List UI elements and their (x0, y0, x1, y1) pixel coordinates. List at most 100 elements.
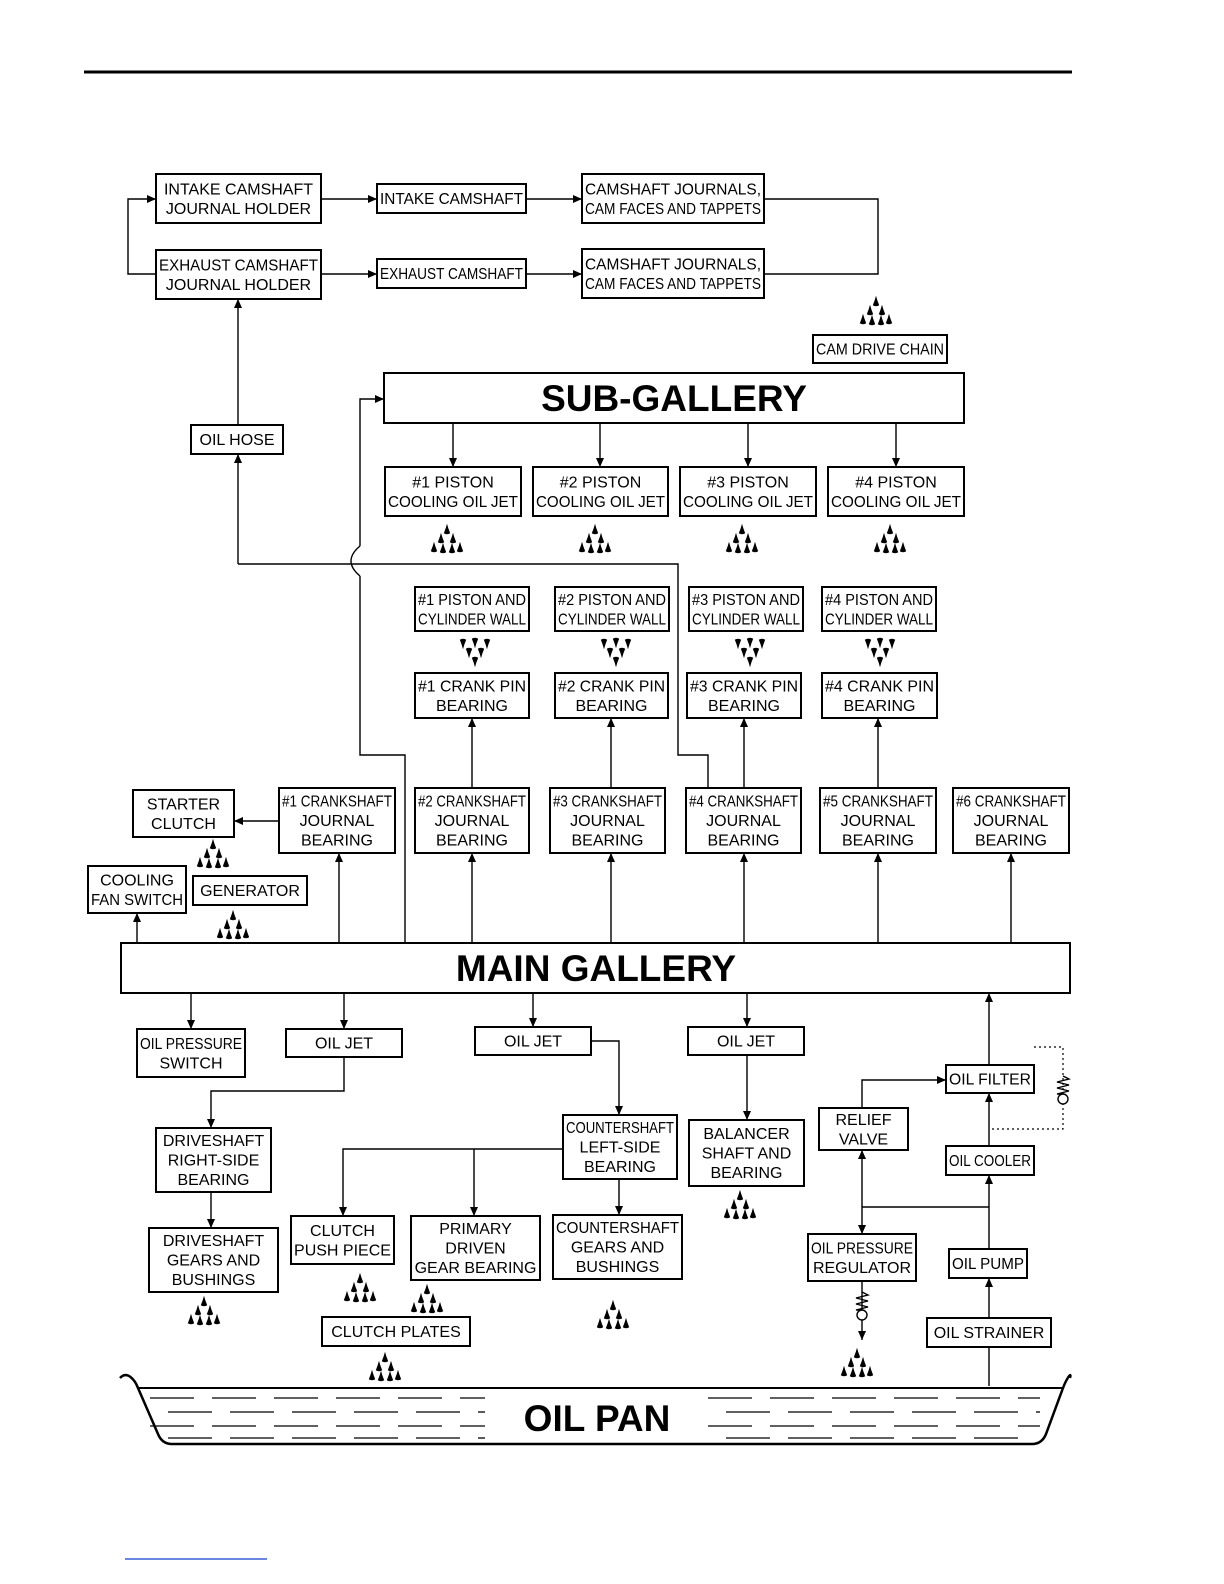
box-label-line: #5 CRANKSHAFT (823, 794, 933, 811)
box-label-line: BUSHINGS (576, 1259, 660, 1276)
oil-drip-icon (216, 909, 250, 940)
flow-line (339, 1148, 563, 1216)
oil-drip-icon (430, 523, 464, 554)
box-exhaust-camshaft: EXHAUST CAMSHAFT (376, 258, 527, 289)
box-label-line: INTAKE CAMSHAFT (380, 191, 523, 208)
box-label-line: BEARING (575, 698, 647, 715)
box-label-line: COUNTERSHAFT (556, 1220, 679, 1237)
box-label-line: #4 CRANK PIN (825, 678, 934, 695)
box-label-line: DRIVESHAFT (163, 1233, 265, 1250)
oil-drip-icon (864, 637, 896, 668)
oil-drip-icon (734, 637, 766, 668)
box-label-line: COUNTERSHAFT (566, 1120, 674, 1137)
box-label-line: CYLINDER WALL (825, 611, 933, 628)
oil-drip-icon (725, 523, 759, 554)
box-oil-cooler: OIL COOLER (945, 1145, 1035, 1176)
box-label-line: OIL FILTER (949, 1072, 1031, 1089)
box-label-line: JOURNAL HOLDER (166, 201, 311, 218)
box-label-line: BEARING (436, 698, 508, 715)
box-label-line: BEARING (842, 833, 914, 850)
oil-drip-icon (368, 1351, 402, 1382)
box-label-line: #4 CRANKSHAFT (689, 794, 798, 811)
box-label-line: OIL PRESSURE (811, 1240, 913, 1257)
box-label-line: STARTER (147, 796, 220, 813)
box-pin3: #3 CRANK PIN BEARING (686, 672, 802, 719)
oil-drip-icon (196, 838, 230, 869)
box-label-line: CYLINDER WALL (558, 611, 666, 628)
flow-line (861, 1076, 946, 1108)
box-oil-hose: OIL HOSE (190, 424, 284, 455)
box-label-line: GEARS AND (167, 1253, 260, 1270)
oil-drip-icon (840, 1347, 874, 1378)
box-label-line: LEFT-SIDE (580, 1140, 661, 1157)
box-label-line: JOURNAL (435, 813, 510, 830)
box-clutch-plates: CLUTCH PLATES (321, 1316, 471, 1347)
box-intake-holder: INTAKE CAMSHAFT JOURNAL HOLDER (155, 173, 322, 224)
box-label-line: DRIVESHAFT (163, 1133, 265, 1150)
box-oil-pressure-regulator: OIL PRESSURE REGULATOR (807, 1233, 917, 1282)
pan-outline (119, 1373, 1072, 1446)
box-intake-camshaft: INTAKE CAMSHAFT (376, 183, 527, 214)
box-label-line: EXHAUST CAMSHAFT (380, 266, 523, 283)
box-label-line: SHAFT AND (702, 1146, 792, 1163)
box-label-line: #3 PISTON AND (692, 592, 800, 609)
box-label-line: JOURNAL (300, 813, 375, 830)
box-label-line: BEARING (301, 833, 373, 850)
box-label-line: INTAKE CAMSHAFT (164, 181, 313, 198)
box-label-line: GENERATOR (200, 883, 300, 900)
flow-line (238, 563, 709, 788)
oil-drip-icon (600, 637, 632, 668)
box-intake-journals: CAMSHAFT JOURNALS, CAM FACES AND TAPPETS (581, 173, 765, 224)
flow-line (858, 1206, 989, 1234)
box-label-line: RIGHT-SIDE (168, 1153, 260, 1170)
box-label-line: BEARING (436, 833, 508, 850)
flow-lines (127, 195, 1064, 1386)
box-generator: GENERATOR (192, 875, 308, 906)
box-label-line: REGULATOR (813, 1260, 911, 1277)
oil-drip-icon (596, 1299, 630, 1330)
box-label-line: EXHAUST CAMSHAFT (159, 257, 318, 274)
box-label-line: OIL JET (504, 1034, 562, 1051)
oil-drip-icon (578, 523, 612, 554)
oil-drip-icon (873, 523, 907, 554)
box-label-line: FAN SWITCH (91, 892, 183, 909)
box-label-line: CLUTCH PLATES (331, 1324, 461, 1341)
box-label-line: #6 CRANKSHAFT (956, 794, 1066, 811)
box-label-line: BEARING (708, 698, 780, 715)
box-label-line: #3 CRANK PIN (690, 678, 798, 695)
box-oil-jet-a: OIL JET (285, 1028, 403, 1058)
box-label-line: BUSHINGS (172, 1272, 256, 1289)
box-label-line: VALVE (839, 1131, 888, 1148)
flow-line (989, 1046, 1064, 1130)
sub-gallery: SUB-GALLERY (383, 372, 965, 424)
box-label-line: CAM FACES AND TAPPETS (585, 201, 761, 218)
flow-line (764, 198, 879, 275)
box-label-line: #2 CRANK PIN (558, 678, 665, 695)
box-label-line: CAMSHAFT JOURNALS, (585, 181, 761, 198)
flow-line (350, 545, 361, 577)
box-label-line: OIL STRAINER (934, 1325, 1045, 1342)
box-label-line: OIL PRESSURE (140, 1036, 242, 1053)
box-label-line: BEARING (975, 833, 1047, 850)
box-label-line: COOLING OIL JET (388, 494, 518, 511)
oil-drip-icon (410, 1283, 444, 1314)
oil-drip-icon (859, 295, 893, 326)
